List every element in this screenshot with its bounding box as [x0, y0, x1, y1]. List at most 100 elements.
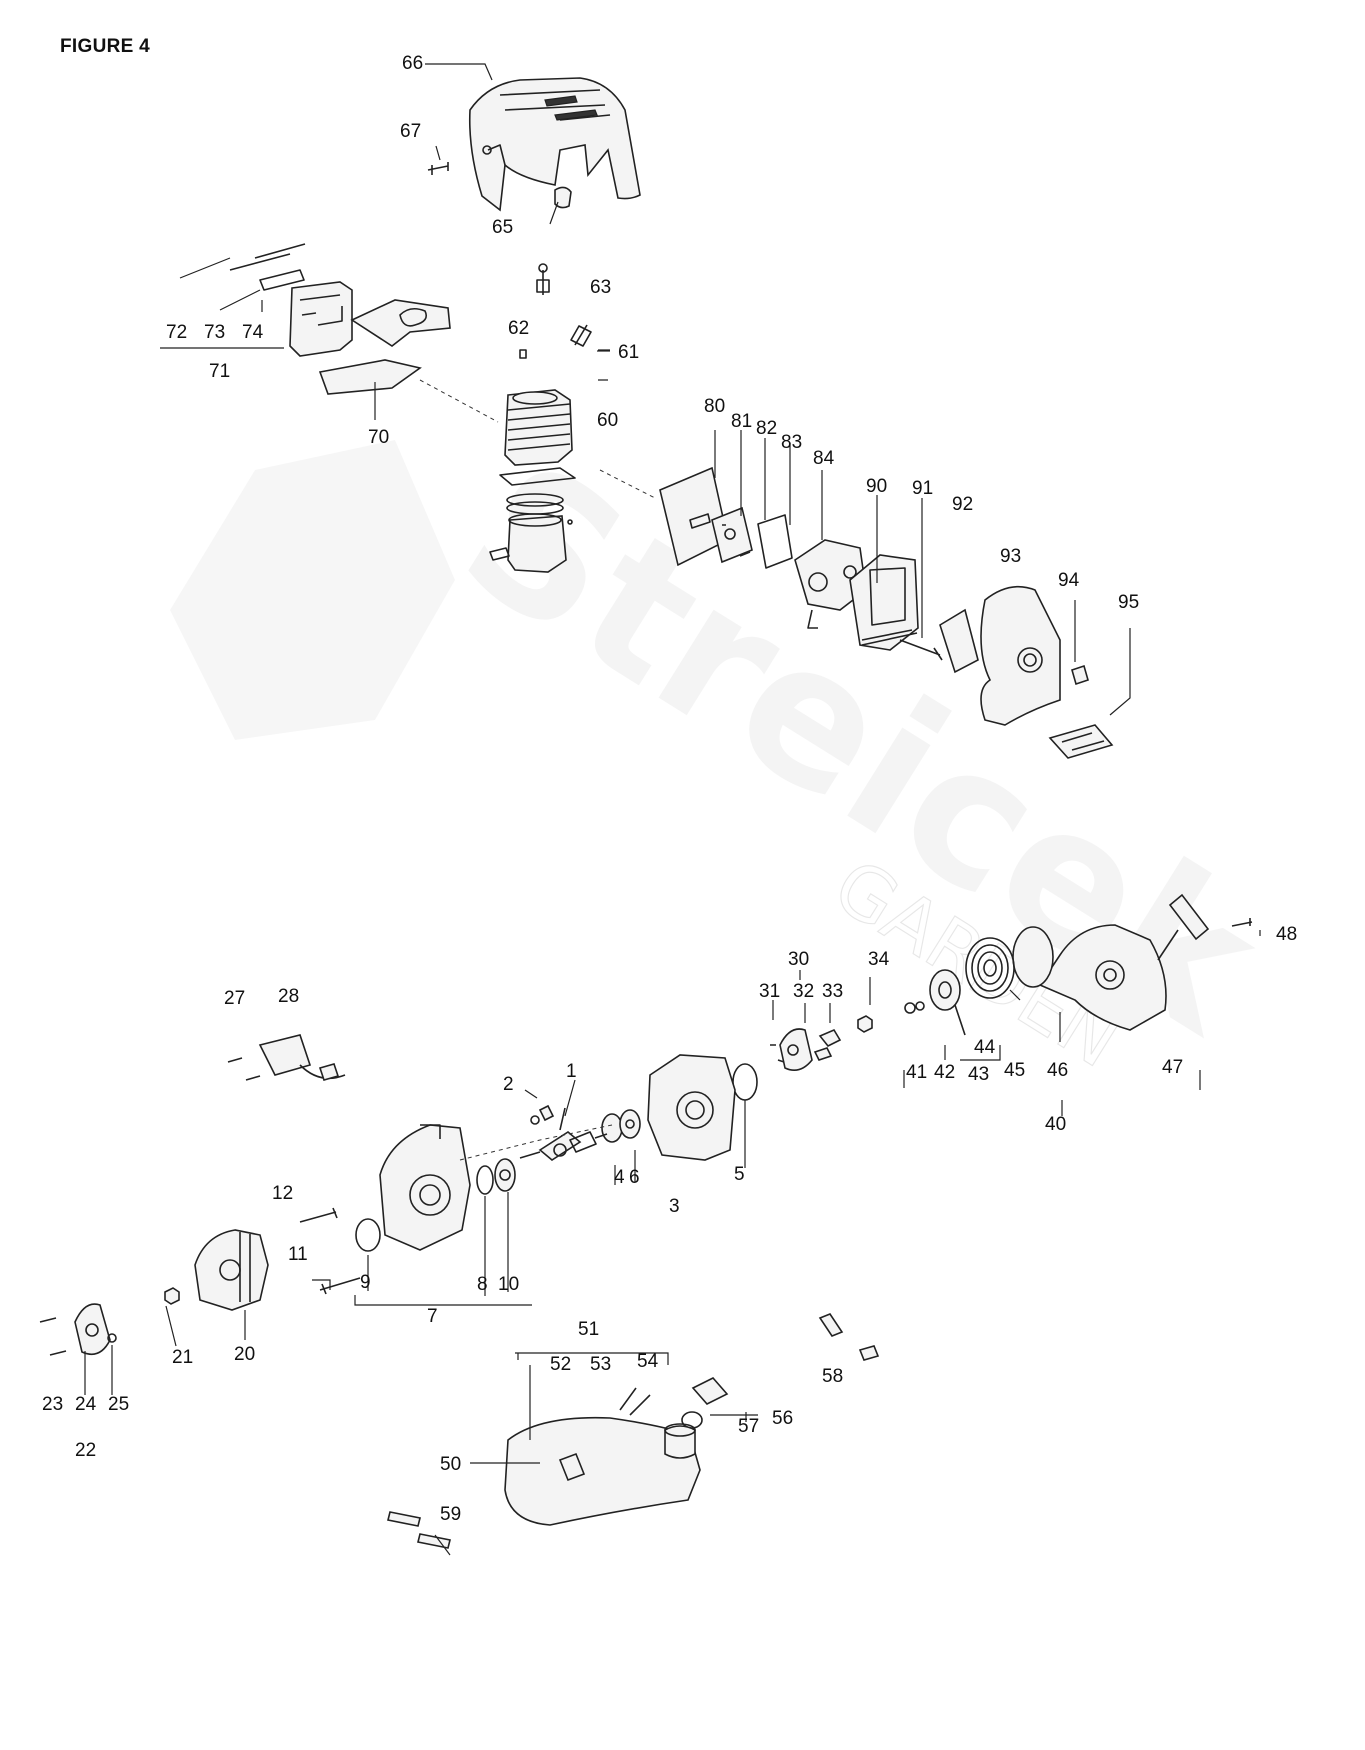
callout-80: 80	[704, 396, 725, 417]
callout-51: 51	[578, 1319, 599, 1340]
callout-2: 2	[503, 1074, 514, 1095]
callout-73: 73	[204, 322, 225, 343]
callout-71: 71	[209, 361, 230, 382]
part-crankshaft-1	[519, 1107, 608, 1161]
callout-50: 50	[440, 1454, 461, 1475]
callout-63: 63	[590, 277, 611, 298]
callout-4: 4	[614, 1167, 625, 1188]
part-filter-92	[939, 608, 979, 674]
callouts: 66 67 65 72 73 74 71 70 63 62 61 60 80 8…	[42, 53, 1297, 1525]
callout-12: 12	[272, 1183, 293, 1204]
callout-94: 94	[1058, 570, 1080, 591]
part-spark-plug-62	[536, 263, 550, 295]
callout-62: 62	[508, 318, 529, 339]
part-bearings-4-6	[601, 1109, 641, 1143]
callout-41: 41	[906, 1062, 927, 1083]
callout-83: 83	[781, 432, 802, 453]
callout-22: 22	[75, 1440, 96, 1461]
callout-66: 66	[402, 53, 423, 74]
callout-65: 65	[492, 217, 513, 238]
part-spring-45	[965, 937, 1015, 999]
callout-24: 24	[75, 1394, 97, 1415]
callout-32: 32	[793, 981, 814, 1002]
callout-81: 81	[731, 411, 752, 432]
callout-92: 92	[952, 494, 973, 515]
part-bolt-91	[899, 639, 943, 661]
callout-60: 60	[597, 410, 618, 431]
assembly-axes	[419, 379, 656, 1161]
callout-40: 40	[1045, 1114, 1066, 1135]
part-seal-9	[355, 1218, 381, 1252]
callout-67: 67	[400, 121, 421, 142]
part-washers-41-42	[904, 1001, 925, 1014]
callout-70: 70	[368, 427, 389, 448]
part-pawl-33	[813, 1028, 842, 1061]
part-reel-44	[929, 969, 966, 1036]
callout-47: 47	[1162, 1057, 1183, 1078]
callout-10: 10	[498, 1274, 519, 1295]
callout-11: 11	[288, 1244, 308, 1265]
part-nut-34	[857, 1015, 873, 1033]
callout-74: 74	[242, 322, 264, 343]
part-bolt-12	[299, 1207, 338, 1223]
part-bolt-11	[319, 1277, 361, 1295]
callout-25: 25	[108, 1394, 129, 1415]
callout-9: 9	[360, 1272, 371, 1293]
part-needle-bearing-2	[530, 1104, 555, 1125]
callout-30: 30	[788, 949, 809, 970]
callout-56: 56	[772, 1408, 793, 1429]
part-screw-67	[427, 162, 449, 175]
callout-48: 48	[1276, 924, 1297, 945]
callout-54: 54	[637, 1351, 659, 1372]
callout-34: 34	[868, 949, 890, 970]
part-carb-gasket-83	[757, 514, 793, 569]
part-filter-element-95	[1048, 724, 1114, 759]
callout-61: 61	[618, 342, 639, 363]
part-plate-46	[1012, 926, 1054, 988]
callout-6: 6	[629, 1167, 640, 1188]
callout-33: 33	[822, 981, 843, 1002]
part-fuel-cap-56	[681, 1377, 729, 1429]
part-air-box-90	[849, 554, 919, 651]
part-clamps-58	[818, 1313, 880, 1361]
part-clutch-22	[39, 1303, 117, 1356]
part-nut-21	[164, 1287, 180, 1305]
part-cylinder	[489, 349, 576, 573]
callout-72: 72	[166, 322, 187, 343]
part-rubber-65	[554, 186, 572, 209]
callout-93: 93	[1000, 546, 1021, 567]
part-muffler	[229, 243, 451, 395]
part-air-cover-93	[980, 585, 1061, 726]
part-flywheel-20	[194, 1229, 269, 1311]
part-seal-5	[732, 1063, 758, 1101]
callout-23: 23	[42, 1394, 63, 1415]
callout-21: 21	[172, 1347, 193, 1368]
callout-52: 52	[550, 1354, 571, 1375]
part-knob-94	[1071, 664, 1089, 686]
callout-45: 45	[1004, 1060, 1025, 1081]
part-engine-cover	[468, 77, 641, 212]
leader-lines	[84, 63, 1261, 1556]
callout-20: 20	[234, 1344, 255, 1365]
callout-95: 95	[1118, 592, 1139, 613]
figure-title: FIGURE 4	[60, 36, 151, 57]
callout-43: 43	[968, 1064, 989, 1085]
callout-5: 5	[734, 1164, 745, 1185]
callout-1: 1	[566, 1061, 577, 1082]
part-pulley-30	[770, 1028, 813, 1071]
watermark-logo-hexagon	[170, 440, 455, 740]
callout-28: 28	[278, 986, 299, 1007]
callout-7: 7	[427, 1306, 438, 1327]
callout-57: 57	[738, 1416, 759, 1437]
callout-42: 42	[934, 1062, 955, 1083]
callout-46: 46	[1047, 1060, 1068, 1081]
part-crankcase-left-7	[379, 1124, 471, 1251]
part-screw-48	[1231, 918, 1253, 927]
callout-91: 91	[912, 478, 933, 499]
part-fuel-tank-50	[504, 1387, 701, 1526]
part-bearings-8-10	[476, 1158, 516, 1195]
callout-3: 3	[669, 1196, 680, 1217]
callout-58: 58	[822, 1366, 843, 1387]
